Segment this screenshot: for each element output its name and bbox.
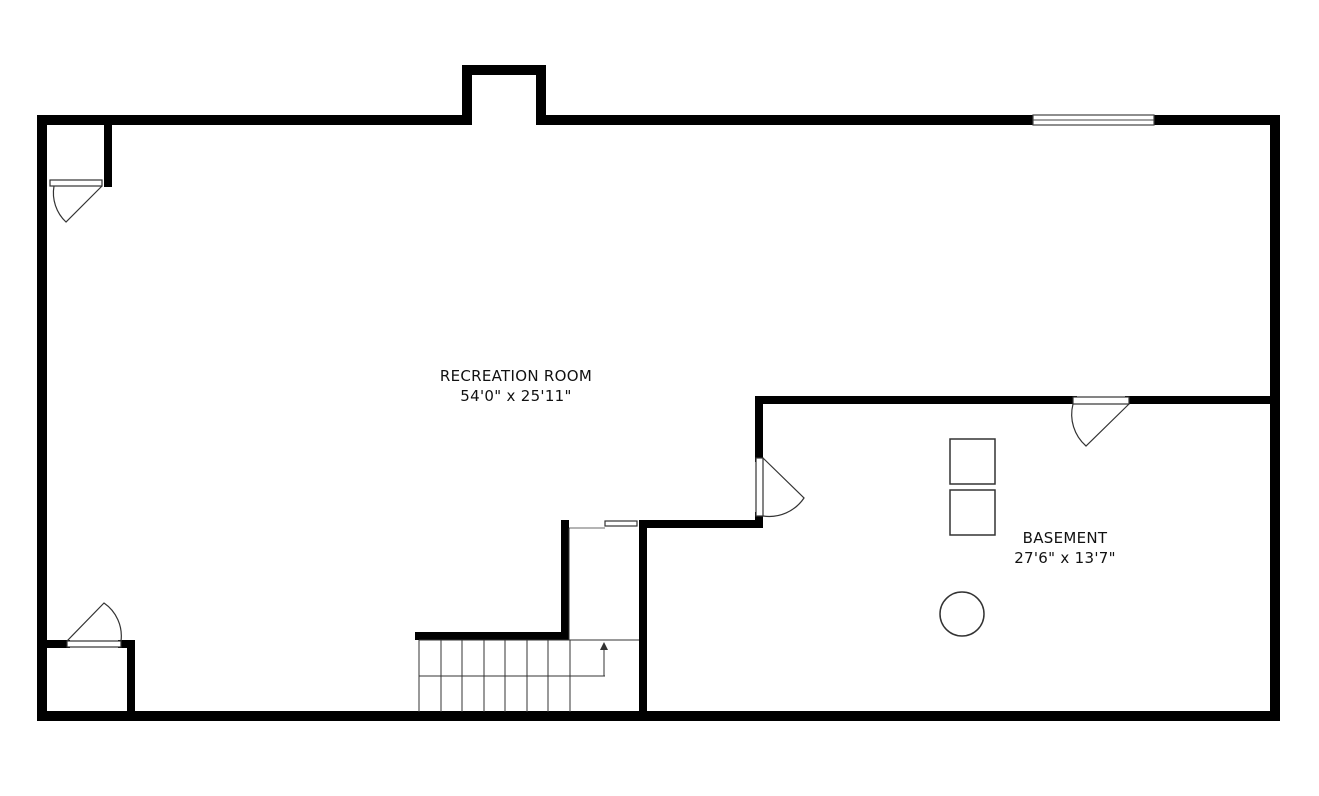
- exterior-walls: [37, 65, 1280, 721]
- fixture-box-lower: [949, 489, 996, 536]
- room-dimensions: 54'0" x 25'11": [460, 387, 572, 405]
- outer-wall: [37, 65, 1280, 721]
- door-basement-left: [755, 457, 805, 518]
- room-dimensions: 27'6" x 13'7": [1014, 549, 1116, 567]
- room-label-recreation: RECREATION ROOM 54'0" x 25'11": [440, 366, 592, 406]
- basement-fixtures: [939, 438, 996, 637]
- room-name: BASEMENT: [1022, 529, 1108, 547]
- closet-bottom-left-wall: [38, 640, 135, 720]
- basement-left-wall-lower: [639, 512, 763, 720]
- interior-walls: [38, 116, 1279, 720]
- stair-arrow: [419, 646, 605, 677]
- staircase: [418, 528, 639, 712]
- stair-opening: [569, 520, 638, 529]
- water-heater-icon: [939, 591, 985, 637]
- door-top-left-closet: [49, 179, 103, 223]
- fixture-box-upper: [949, 438, 996, 485]
- room-name: RECREATION ROOM: [439, 367, 593, 385]
- doors: [49, 179, 1130, 648]
- stair-wall: [415, 520, 569, 640]
- room-label-basement: BASEMENT 27'6" x 13'7": [1014, 528, 1116, 568]
- door-basement-top: [1071, 396, 1130, 447]
- window: [1032, 114, 1155, 126]
- door-bottom-left-closet: [66, 602, 122, 648]
